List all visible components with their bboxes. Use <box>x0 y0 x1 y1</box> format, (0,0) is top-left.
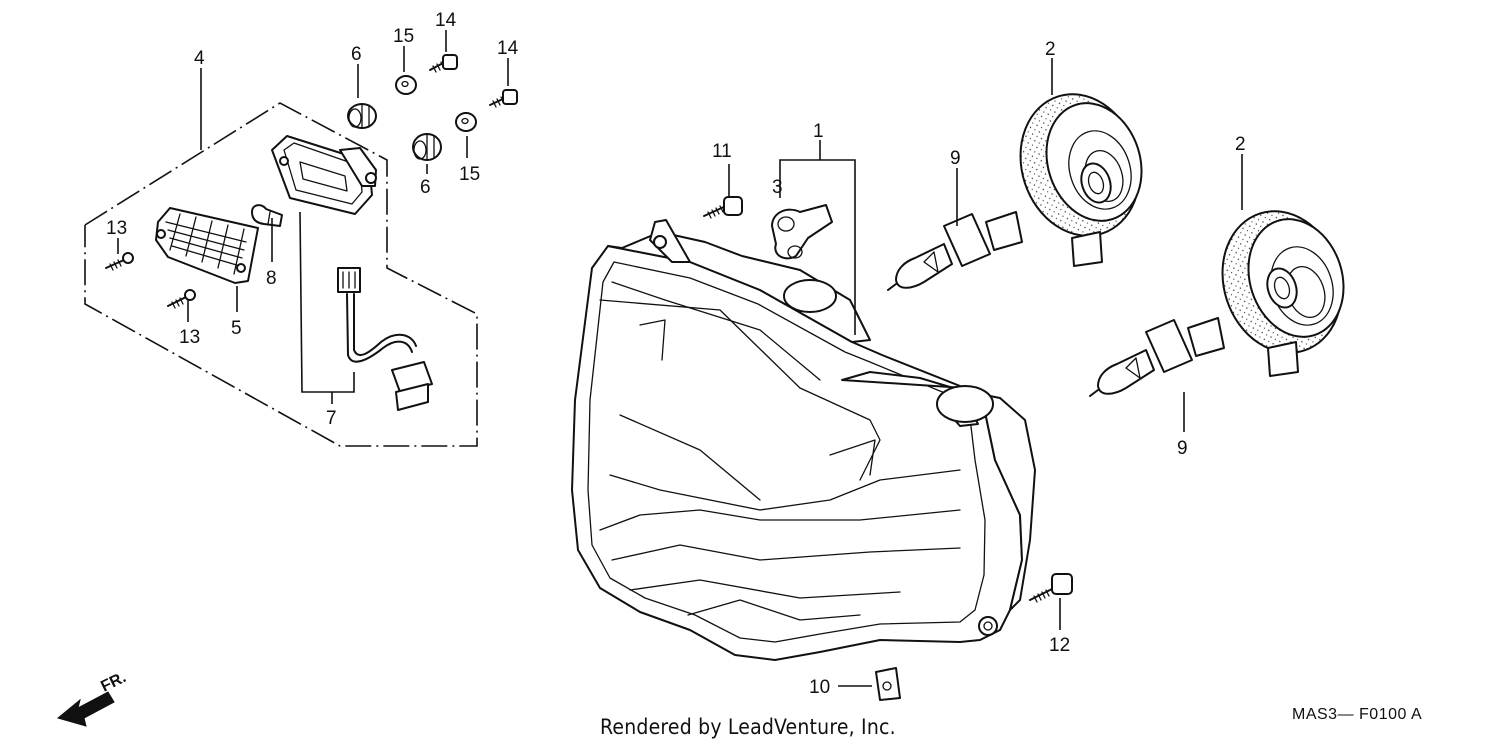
callout-4: 4 <box>194 48 205 69</box>
callout-10: 10 <box>809 677 830 698</box>
bracket-3[interactable] <box>771 204 833 260</box>
callout-9-upper: 9 <box>950 148 961 169</box>
callout-11: 11 <box>712 141 732 162</box>
callout-2-lower: 2 <box>1235 134 1246 155</box>
callout-6-upper: 6 <box>351 44 362 65</box>
callout-2-upper: 2 <box>1045 39 1056 60</box>
callout-15-lower: 15 <box>459 164 480 185</box>
bolt-12[interactable] <box>1029 573 1073 603</box>
callout-13-lower: 13 <box>179 327 200 348</box>
callout-14-lower: 14 <box>497 38 519 59</box>
washer-lower[interactable] <box>455 112 477 132</box>
callout-5: 5 <box>231 318 242 339</box>
callout-12: 12 <box>1049 635 1070 656</box>
position-light-assembly-outline <box>84 102 478 447</box>
washer-upper[interactable] <box>395 75 417 95</box>
position-light-bulb[interactable] <box>251 204 283 227</box>
grommet-lower[interactable] <box>412 133 442 161</box>
callout-14-upper: 14 <box>435 10 457 31</box>
callout-7: 7 <box>326 408 337 429</box>
screw-upper-14[interactable] <box>429 54 458 73</box>
screw-lower-14[interactable] <box>489 89 518 108</box>
credit-text: Rendered by LeadVenture, Inc. <box>600 715 896 739</box>
bolt-11[interactable] <box>703 196 743 219</box>
callout-15-upper: 15 <box>393 26 414 47</box>
diagram-code: MAS3— F0100 A <box>1292 706 1423 723</box>
headlight-unit[interactable] <box>571 219 1036 661</box>
clip-nut-10[interactable] <box>875 667 901 701</box>
front-arrow-label: FR. <box>98 669 129 696</box>
position-light-lens[interactable] <box>155 207 259 284</box>
grommet-upper[interactable] <box>347 103 377 129</box>
front-arrow-icon: FR. <box>56 669 129 727</box>
callout-13-upper: 13 <box>106 218 127 239</box>
dust-cover-lower[interactable] <box>1205 196 1360 377</box>
headlight-bulb-lower[interactable] <box>1089 317 1225 397</box>
callout-8: 8 <box>266 268 277 289</box>
dust-cover-upper[interactable] <box>1003 79 1158 267</box>
callout-9-lower: 9 <box>1177 438 1188 459</box>
headlight-bulb-upper[interactable] <box>887 211 1023 291</box>
position-light-wire-harness[interactable] <box>337 267 433 411</box>
leader-lines <box>117 30 1243 687</box>
screw-lower-13[interactable] <box>167 289 196 309</box>
callout-1: 1 <box>813 121 824 142</box>
position-light-housing[interactable] <box>271 135 377 215</box>
callout-6-lower: 6 <box>420 177 431 198</box>
callout-3: 3 <box>772 177 783 198</box>
screw-upper-13[interactable] <box>105 252 134 271</box>
